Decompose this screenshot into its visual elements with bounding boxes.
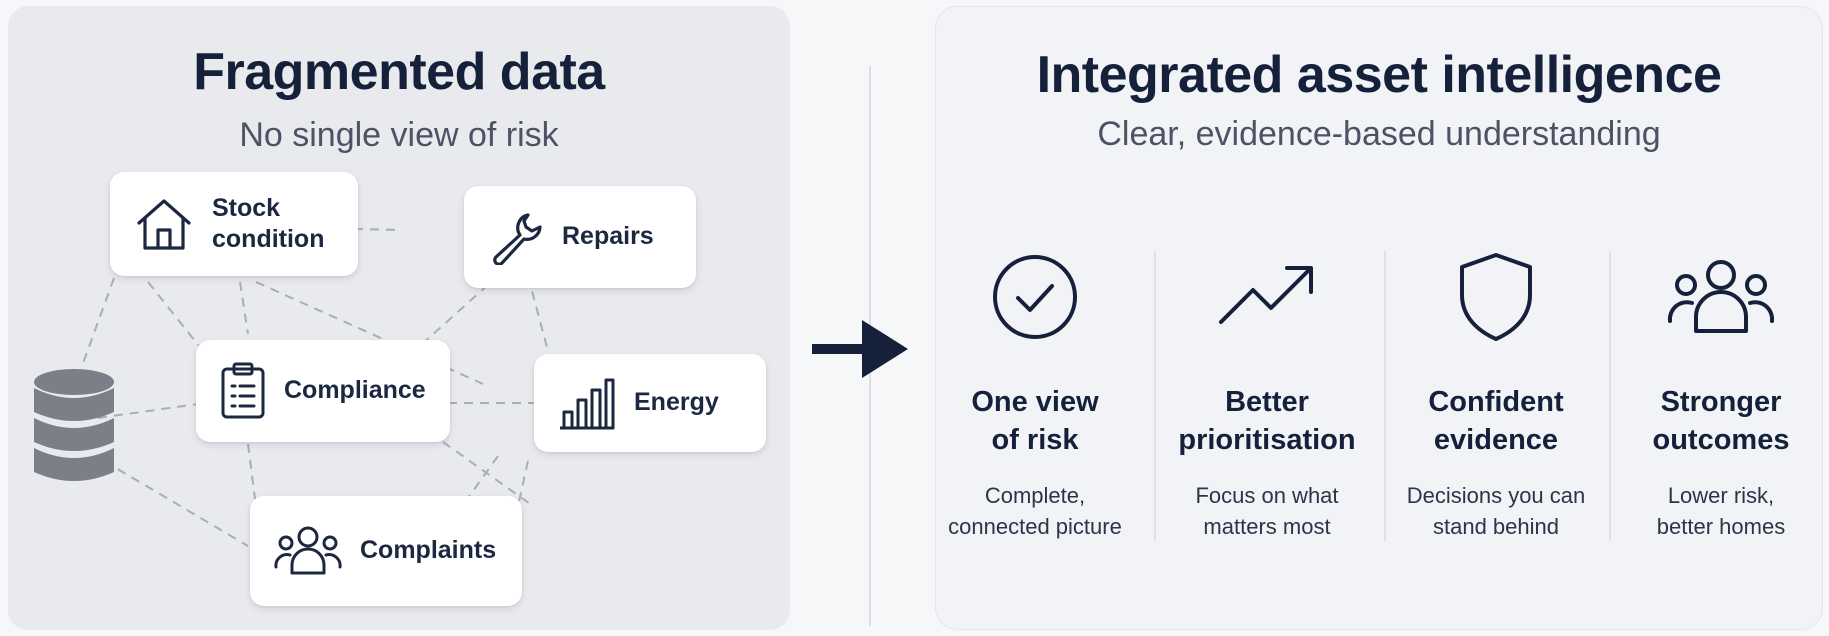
- node-label: Repairs: [562, 222, 654, 251]
- benefit-description: Lower risk, better homes: [1656, 482, 1786, 539]
- left-panel-title: Fragmented data: [193, 43, 605, 101]
- right-panel-subtitle: Clear, evidence-based understanding: [1097, 115, 1661, 153]
- node-complaints: Complaints: [250, 496, 522, 606]
- benefit-better-prioritisation: Better prioritisation Focus on what matt…: [1156, 247, 1378, 542]
- wrench-icon: [488, 209, 544, 265]
- fragmented-data-panel: Fragmented data No single view of risk: [8, 6, 790, 630]
- connector-line: [97, 403, 199, 419]
- connector-line: [103, 460, 249, 547]
- column-divider: [1384, 251, 1386, 541]
- node-label: Stock condition: [212, 193, 325, 253]
- node-repairs: Repairs: [464, 186, 696, 288]
- connector-line: [527, 275, 549, 352]
- integrated-intelligence-panel: Integrated asset intelligence Clear, evi…: [935, 6, 1823, 630]
- connector-line: [81, 277, 115, 367]
- database-icon: [32, 368, 116, 493]
- benefit-title: One view of risk: [971, 386, 1099, 457]
- node-label: Complaints: [360, 536, 497, 565]
- people-icon: [1610, 247, 1829, 347]
- people-icon: [274, 523, 342, 579]
- benefit-description: Decisions you can stand behind: [1406, 482, 1586, 539]
- connector-line: [517, 460, 529, 507]
- benefit-one-view-of-risk: One view of risk Complete, connected pic…: [924, 247, 1146, 542]
- benefit-title: Confident evidence: [1428, 386, 1564, 457]
- benefit-stronger-outcomes: Stronger outcomes Lower risk, better hom…: [1610, 247, 1829, 542]
- connector-line: [442, 441, 534, 507]
- house-icon: [134, 194, 194, 254]
- benefit-description: Complete, connected picture: [948, 482, 1122, 539]
- connector-line: [147, 281, 204, 352]
- node-label: Energy: [634, 388, 719, 417]
- connector-line: [239, 281, 249, 335]
- arrow-right-icon: [810, 318, 910, 385]
- node-energy: Energy: [534, 354, 766, 452]
- benefit-title: Better prioritisation: [1178, 386, 1356, 457]
- benefit-confident-evidence: Confident evidence Decisions you can sta…: [1385, 247, 1607, 542]
- benefit-title: Stronger outcomes: [1652, 386, 1790, 457]
- column-divider: [1154, 251, 1156, 541]
- clipboard-icon: [220, 362, 266, 420]
- connector-line: [247, 443, 256, 500]
- trend-up-icon: [1156, 247, 1378, 347]
- node-label: Compliance: [284, 376, 426, 405]
- benefit-description: Focus on what matters most: [1195, 482, 1339, 539]
- column-divider: [1609, 251, 1611, 541]
- check-circle-icon: [924, 247, 1146, 347]
- node-compliance: Compliance: [196, 340, 450, 442]
- shield-icon: [1385, 247, 1607, 347]
- bar-chart-icon: [558, 374, 616, 432]
- right-panel-title: Integrated asset intelligence: [1036, 46, 1722, 104]
- left-panel-subtitle: No single view of risk: [239, 116, 559, 154]
- node-stock-condition: Stock condition: [110, 172, 358, 276]
